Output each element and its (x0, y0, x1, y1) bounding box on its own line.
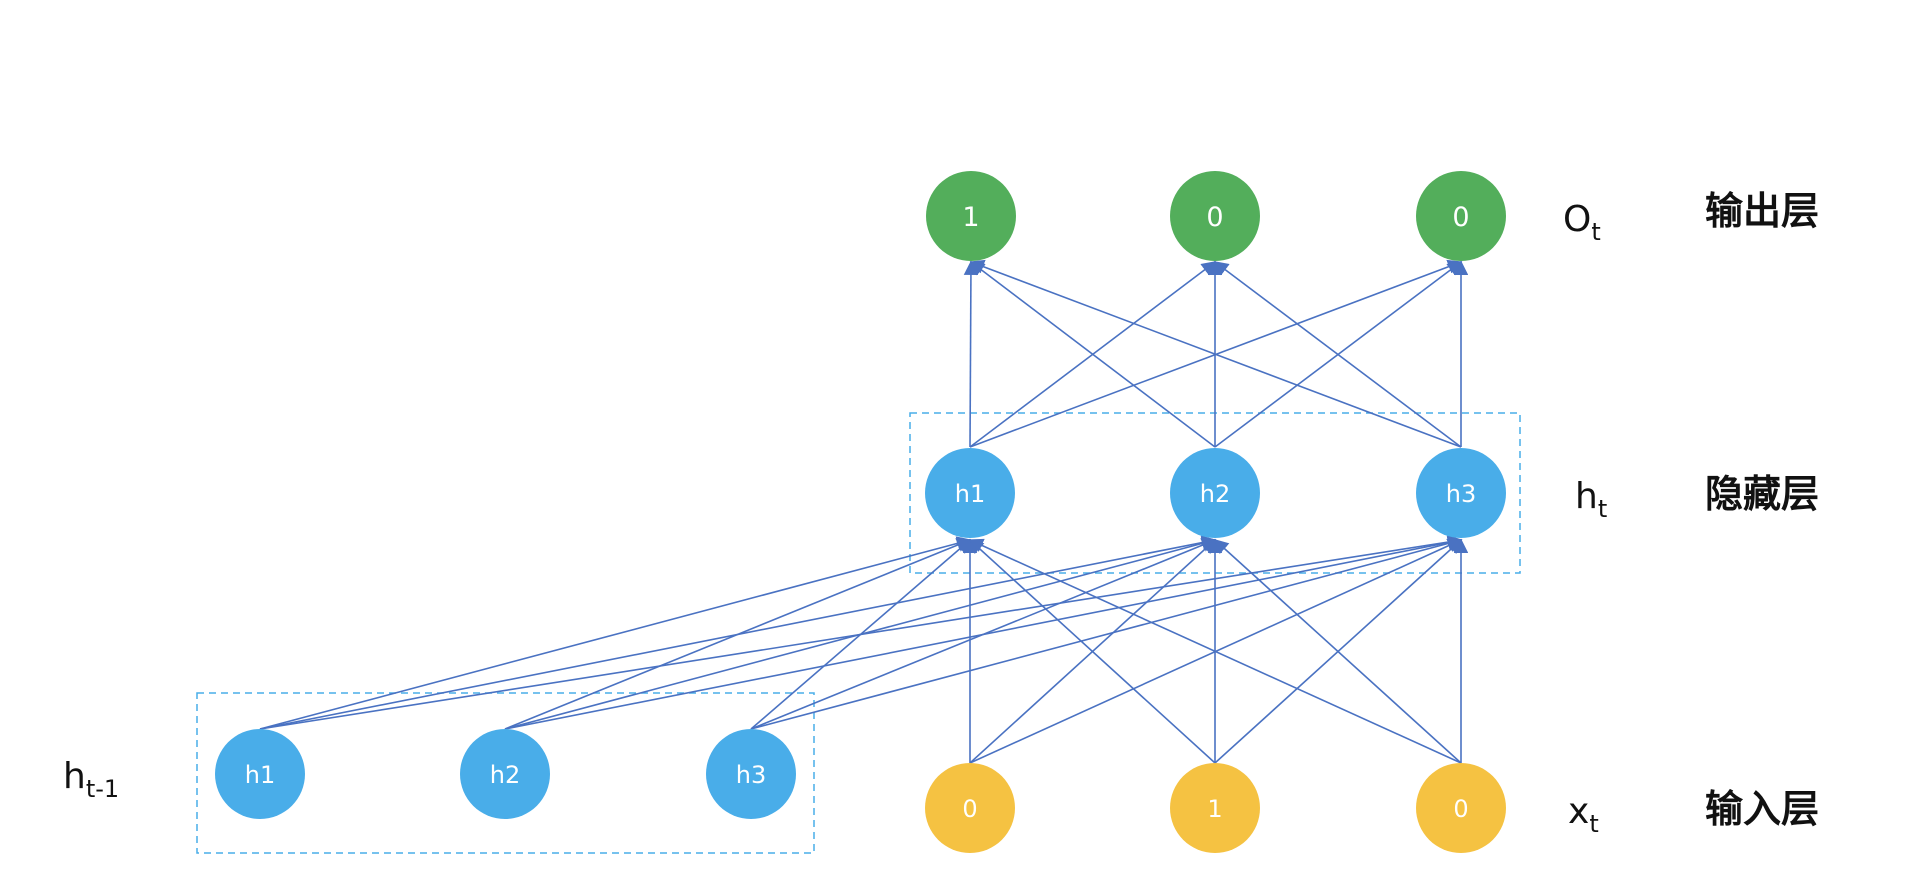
input-node: 0 (1416, 763, 1506, 853)
hidden-node: h2 (1170, 448, 1260, 538)
output-node-label: 0 (1206, 202, 1223, 233)
hidden-node-label: h1 (955, 480, 985, 508)
previous-hidden-node-label: h1 (245, 761, 275, 789)
input-node: 0 (925, 763, 1015, 853)
input-node-label: 1 (1207, 795, 1222, 823)
hidden-node-label: h3 (1446, 480, 1476, 508)
output-node-label: 1 (962, 202, 979, 233)
hidden-node-label: h2 (1200, 480, 1230, 508)
output-node: 0 (1416, 171, 1506, 261)
output-edge (1213, 261, 1462, 448)
output-edge (969, 259, 1462, 448)
output-edge (963, 260, 979, 448)
output-edge (969, 261, 1216, 448)
input-edge (968, 539, 1216, 764)
hidden-node: h1 (925, 448, 1015, 538)
hidden-to-output-edges (963, 259, 1469, 448)
input-node-label: 0 (962, 795, 977, 823)
output-node: 1 (926, 171, 1016, 261)
input-layer-name: 输入层 (1705, 787, 1819, 831)
input-to-hidden-edges (962, 538, 1469, 764)
previous-hidden-to-hidden-edges (259, 534, 1463, 730)
output-node: 0 (1170, 171, 1260, 261)
previous-hidden-box (196, 692, 815, 854)
output-node-label: 0 (1452, 202, 1469, 233)
previous-hidden-var-label: ht-1 (63, 756, 119, 803)
hidden-layer-name: 隐藏层 (1705, 472, 1819, 516)
output-layer-name: 输出层 (1705, 189, 1819, 233)
input-var-label: xt (1568, 791, 1599, 838)
previous-hidden-node: h1 (215, 729, 305, 819)
recurrent-edge (750, 536, 1463, 730)
previous-hidden-node-label: h3 (736, 761, 766, 789)
output-var-label: Ot (1563, 199, 1601, 246)
input-node-label: 0 (1453, 795, 1468, 823)
recurrent-edge (750, 538, 1217, 730)
hidden-node: h3 (1416, 448, 1506, 538)
input-edge (1213, 539, 1462, 764)
previous-hidden-node: h2 (460, 729, 550, 819)
previous-hidden-node-label: h2 (490, 761, 520, 789)
hidden-var-label: ht (1575, 476, 1607, 523)
recurrent-edge (259, 536, 972, 730)
recurrent-edge (750, 539, 972, 730)
recurrent-edge (504, 538, 972, 730)
input-node: 1 (1170, 763, 1260, 853)
previous-hidden-node: h3 (706, 729, 796, 819)
input-edge (968, 538, 1462, 764)
